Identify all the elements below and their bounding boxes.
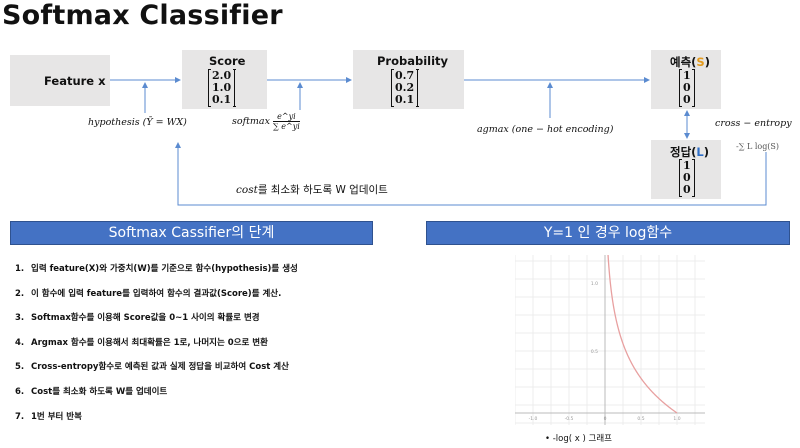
score-box: Score 2.0 1.0 0.1 [182,50,267,109]
list-item: 7.1번 부터 반복 [15,411,82,422]
probability-box-label: Probability [377,54,449,68]
predict-value: 0 [683,93,691,106]
score-value: 0.1 [212,93,232,106]
predict-vector: 1 0 0 [678,69,695,107]
list-item: 2.이 함수에 입력 feature를 입력하여 함수의 결과값(Score)를… [15,288,282,299]
steps-banner: Softmax Cassifier의 단계 [10,221,373,245]
predict-value: 0 [683,81,691,94]
x-tick-label: 0 [604,416,607,422]
answer-vector: 1 0 0 [678,159,695,197]
hypothesis-label: hypothesis (Ȳ = WX) [88,117,187,128]
answer-value: 0 [683,171,691,184]
probability-value: 0.1 [395,93,415,106]
list-item: 4.Argmax 함수를 이용해서 최대확률은 1로, 나머지는 0으로 변환 [15,337,268,348]
probability-box: Probability 0.7 0.2 0.1 [353,50,464,109]
steps-list: 1.입력 feature(X)와 가중치(W)를 기준으로 함수(hypothe… [15,262,298,434]
cross-entropy-label: cross − entropy [715,118,792,129]
argmax-label: agmax (one − hot encoding) [477,124,614,135]
x-tick-label: 1.0 [673,416,680,422]
score-value: 2.0 [212,69,232,82]
x-tick-label: -1.0 [529,416,538,422]
softmax-label: softmax e^yi ∑ e^yi [232,112,300,131]
list-item: 1.입력 feature(X)와 가중치(W)를 기준으로 함수(hypothe… [15,264,298,274]
feature-box: Feature x [10,55,110,106]
probability-value: 0.2 [395,81,415,94]
answer-value: 0 [683,183,691,196]
list-item: 6.Cost를 최소화 하도록 W를 업데이트 [15,386,168,397]
log-graph: 1.0 0.5 -1.0 -0.5 0 0.5 1.0 [515,255,705,425]
answer-value: 1 [683,159,691,172]
probability-vector: 0.7 0.2 0.1 [390,69,419,107]
list-item: 5.Cross-entropy함수로 예측된 값과 실제 정답을 비교하여 Co… [15,362,289,373]
answer-box: 정답(L) 1 0 0 [651,140,721,199]
feature-box-label: Feature x [44,74,106,88]
graph-caption: • -log( x ) 그래프 [545,434,612,444]
graph-banner: Y=1 인 경우 log함수 [426,221,790,245]
log-curve [607,255,678,414]
cross-entropy-formula: -∑ L log(S) [736,142,780,151]
answer-box-label: 정답(L) [670,145,710,159]
page-title: Softmax Classifier [2,0,283,31]
predict-box-label: 예측(S) [670,55,710,69]
list-item: 3.Softmax함수를 이용해 Score값을 0~1 사이의 확률로 변경 [15,313,260,324]
arrow-update-feedback [175,142,767,206]
y-tick-label: 1.0 [591,281,598,287]
y-tick-label: 0.5 [591,349,598,355]
probability-value: 0.7 [395,69,415,82]
score-value: 1.0 [212,81,232,94]
update-label: cost를 최소화 하도록 W 업데이트 [236,184,388,196]
predict-value: 1 [683,69,691,82]
score-box-label: Score [209,54,246,68]
predict-box: 예측(S) 1 0 0 [651,50,721,109]
x-tick-label: 0.5 [637,416,644,422]
x-tick-label: -0.5 [565,416,574,422]
score-vector: 2.0 1.0 0.1 [207,69,236,107]
